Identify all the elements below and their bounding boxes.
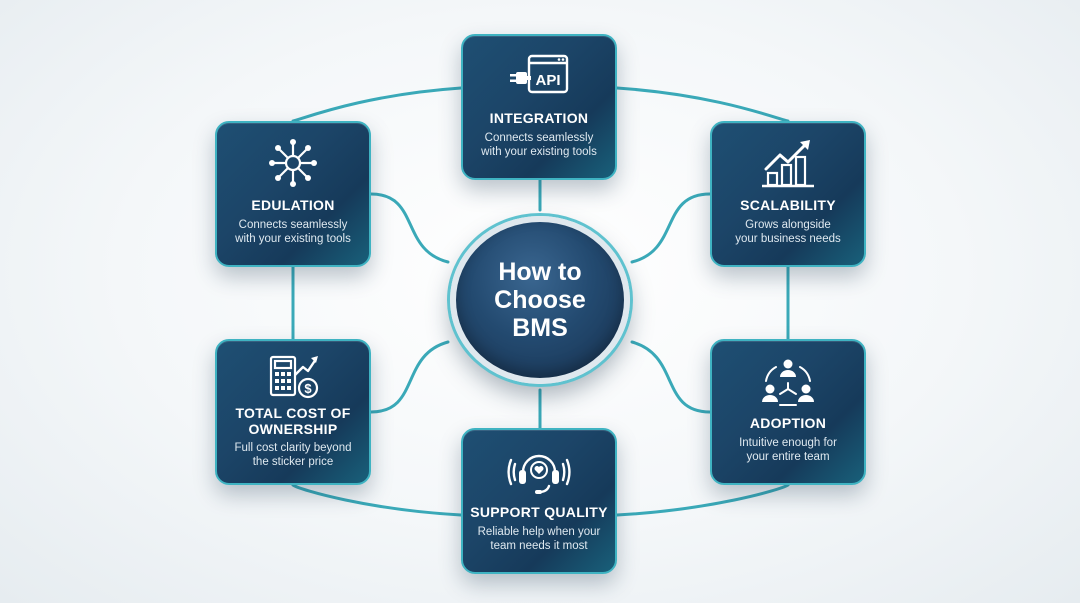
title-line: OWNERSHIP	[248, 421, 338, 437]
spoke-scalability	[630, 192, 712, 264]
ring-arc-bottom-left	[291, 483, 463, 517]
calculator-dollar-icon: $	[261, 351, 325, 401]
spoke-adoption	[630, 340, 712, 414]
api-icon-label: API	[535, 72, 560, 89]
spoke-edulation	[369, 192, 450, 264]
card-description: Reliable help when your team needs it mo…	[465, 525, 613, 553]
card-description: Full cost clarity beyond the sticker pri…	[219, 441, 367, 469]
card-total-cost-of-ownership: $ TOTAL COST OF OWNERSHIP Full cost clar…	[215, 339, 371, 485]
spoke-tco	[369, 340, 450, 414]
growth-chart-icon	[756, 135, 820, 191]
card-support-quality: SUPPORT QUALITY Reliable help when your …	[461, 428, 617, 574]
desc-line: with your existing tools	[235, 233, 351, 245]
desc-line: Grows alongside	[745, 219, 831, 231]
svg-text:$: $	[304, 381, 312, 396]
card-title: SUPPORT QUALITY	[470, 504, 608, 520]
card-description: Connects seamlessly with your existing t…	[465, 131, 613, 159]
desc-line: Full cost clarity beyond	[234, 442, 352, 454]
card-description: Connects seamlessly with your existing t…	[219, 218, 367, 246]
desc-line: Reliable help when your	[477, 526, 601, 538]
card-title: ADOPTION	[749, 415, 827, 431]
hub-title: How to Choose BMS	[470, 258, 610, 342]
center-hub: How to Choose BMS	[450, 216, 630, 384]
card-scalability: SCALABILITY Grows alongside your busines…	[710, 121, 866, 267]
ring-arc-top-right	[615, 86, 790, 123]
card-title: INTEGRATION	[489, 110, 589, 126]
desc-line: with your existing tools	[481, 146, 597, 158]
card-edulation: EDULATION Connects seamlessly with your …	[215, 121, 371, 267]
ring-arc-bottom-right	[615, 483, 790, 517]
network-hub-icon	[261, 135, 325, 191]
card-adoption: ADOPTION Intuitive enough for your entir…	[710, 339, 866, 485]
desc-line: Connects seamlessly	[484, 132, 594, 144]
desc-line: team needs it most	[490, 540, 588, 552]
hub-title-line: Choose	[494, 286, 586, 314]
card-title: TOTAL COST OF OWNERSHIP	[219, 405, 367, 437]
api-plug-icon: API	[507, 48, 571, 104]
desc-line: the sticker price	[252, 456, 334, 468]
card-description: Intuitive enough for your entire team	[714, 436, 862, 464]
card-title: EDULATION	[251, 197, 335, 213]
card-integration: API INTEGRATION Connects seamlessly with…	[461, 34, 617, 180]
headset-heart-icon	[507, 442, 571, 498]
hub-title-line: BMS	[512, 314, 568, 342]
desc-line: your entire team	[746, 451, 830, 463]
card-description: Grows alongside your business needs	[714, 218, 862, 246]
desc-line: Intuitive enough for	[739, 437, 837, 449]
desc-line: Connects seamlessly	[238, 219, 348, 231]
ring-arc-top-left	[291, 86, 463, 123]
desc-line: your business needs	[735, 233, 841, 245]
team-cycle-icon	[756, 353, 820, 409]
title-line: TOTAL COST OF	[235, 405, 351, 421]
card-title: SCALABILITY	[740, 197, 836, 213]
hub-title-line: How to	[498, 258, 582, 286]
